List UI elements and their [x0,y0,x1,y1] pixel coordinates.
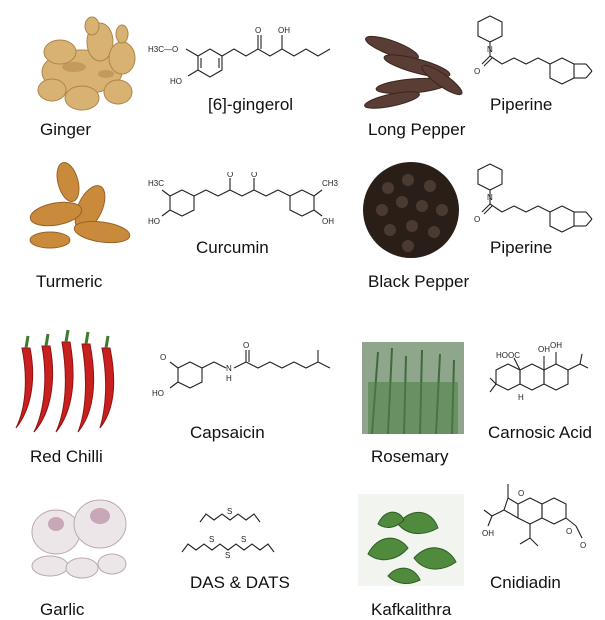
curcumin-ch3-atom: CH3 [322,179,339,188]
turmeric-label: Turmeric [36,272,103,291]
cnidiadin-label: Cnidiadin [490,573,561,592]
carnosic-oh1-atom: OH [538,345,550,354]
das-dats-label: DAS & DATS [190,573,290,592]
kafkalithra-label: Kafkalithra [371,600,452,619]
piperine-1-label: Piperine [490,95,553,114]
gingerol-methoxy-atom: H3C—O [148,45,178,54]
curcumin-ho-atom: HO [148,217,160,226]
garlic-label: Garlic [40,600,85,619]
garlic-image [31,499,127,579]
das-s-atom: S [227,507,232,516]
carnosic-h-atom: H [518,393,524,402]
kafkalithra-image [358,494,464,586]
piperine-structure-1: N O [474,15,593,85]
carnosic-hooc-atom: HOOC [496,351,520,360]
capsaicin-n-atom: N [226,364,232,373]
capsaicin-label: Capsaicin [190,423,265,442]
cnidiadin-o1-atom: O [518,489,524,498]
red-chilli-image [15,329,115,433]
capsaicin-o-atom: O [160,353,166,362]
piperine-2-label: Piperine [490,238,553,257]
piperine-1-n-atom: N [487,45,493,54]
gingerol-oh-atom: OH [278,26,290,35]
black-pepper-image [363,162,459,258]
curcumin-label: Curcumin [196,238,269,257]
curcumin-structure: H3C HO O O CH3 OH [148,172,339,226]
carnosic-acid-label: Carnosic Acid [488,423,592,442]
piperine-1-o-atom: O [474,67,480,76]
long-pepper-image [364,35,463,109]
gingerol-ho-atom: HO [170,77,182,86]
rosemary-label: Rosemary [371,447,449,466]
ginger-label: Ginger [40,120,92,139]
long-pepper-label: Long Pepper [368,120,466,139]
dats-s2-atom: S [225,551,230,560]
gingerol-ketone-atom: O [255,26,261,35]
gingerol-label: [6]-gingerol [208,95,294,114]
cnidiadin-o3-atom: O [580,541,586,550]
piperine-2-n-atom: N [487,193,493,202]
piperine-structure-2: N O [474,163,593,233]
cnidiadin-structure: O OH O O [482,484,586,550]
carnosic-oh2-atom: OH [550,341,562,350]
dats-s3-atom: S [241,535,246,544]
turmeric-image [29,162,131,249]
ginger-image [37,16,136,111]
capsaicin-ho-atom: HO [152,389,164,398]
black-pepper-label: Black Pepper [368,272,470,291]
gingerol-structure: H3C—O HO O OH [148,26,331,86]
das-dats-structure: S S S S [181,507,275,560]
curcumin-h3c-atom: H3C [148,179,164,188]
capsaicin-carbonyl-atom: O [243,341,249,350]
curcumin-o2-atom: O [251,172,257,179]
curcumin-o1-atom: O [227,172,233,179]
red-chilli-label: Red Chilli [30,447,103,466]
curcumin-oh-atom: OH [322,217,334,226]
piperine-2-o-atom: O [474,215,480,224]
cnidiadin-o2-atom: O [566,527,572,536]
carnosic-acid-structure: OH OH HOOC H [489,341,589,402]
cnidiadin-oh-atom: OH [482,529,494,538]
dats-s1-atom: S [209,535,214,544]
capsaicin-h-atom: H [226,374,232,383]
rosemary-image [362,342,464,434]
capsaicin-structure: O HO N H O [152,341,331,398]
